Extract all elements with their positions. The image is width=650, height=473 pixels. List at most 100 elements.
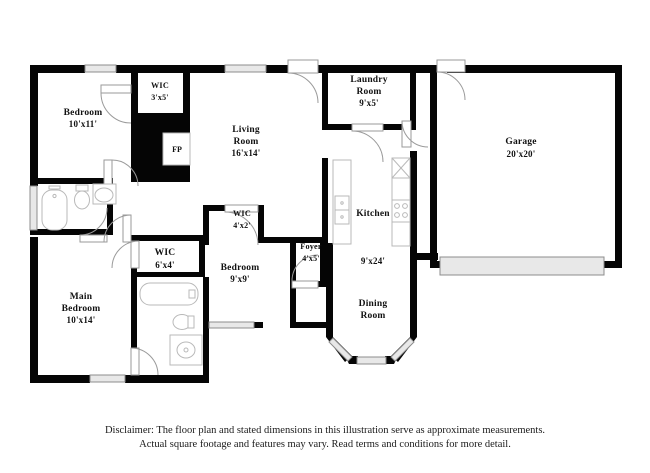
front-door-leaf [287, 59, 319, 74]
foyer-door-leaf [291, 280, 319, 289]
room-label-garage-name: Garage [505, 137, 536, 147]
window-bay-left [328, 337, 353, 362]
window-bedroom2-top [84, 64, 117, 73]
room-label-bedroom-3-name: Bedroom [221, 263, 260, 273]
main-bath-toilet-tank [187, 315, 195, 329]
room-label-wic-main-dim: 6'x4' [155, 260, 175, 270]
wall-exterior-top-b [116, 65, 225, 73]
wall-laundry-bottom-b [383, 124, 416, 130]
room-label-kitchen-dim: 9'x24' [361, 256, 385, 266]
wic-bedroom2-door-leaf [100, 84, 132, 94]
wall-living-kitchen-divider [322, 158, 328, 243]
room-label-wic-bedroom3-dim: 4'x2' [233, 221, 250, 230]
wall-bedroom3-left-upper [203, 205, 209, 245]
wall-laundry-right [410, 65, 416, 130]
garage-door [439, 256, 605, 276]
room-label-bedroom-2-name: Bedroom [64, 108, 103, 118]
laundry-door-swing [351, 130, 384, 163]
room-label-wic-bedroom2-dim: 3'x5' [151, 93, 168, 102]
laundry-door-leaf [351, 123, 384, 132]
wall-kitchen-garage-divider [410, 151, 417, 259]
kitchen-refrigerator-x2 [391, 157, 411, 179]
wall-bedroom2-right-upper [131, 65, 138, 120]
room-label-foyer-dim: 4'x5' [302, 254, 319, 263]
kitchen-burner-3 [394, 212, 400, 218]
wall-garage-right [615, 65, 622, 268]
wall-wic-bedroom3-right [258, 205, 264, 243]
wall-dining-left [326, 243, 333, 337]
hall-bath-tub-faucet [48, 185, 61, 190]
window-hallbath-left [29, 185, 38, 231]
fixtures-group [41, 132, 411, 366]
window-bay-right [390, 337, 415, 362]
room-labels-group: Bedroom 10'x11' WIC 3'x5' Living Room 16… [62, 75, 537, 325]
wall-foyer-right [320, 243, 326, 287]
wall-garage-bottom-b [604, 261, 622, 268]
wall-dining-right [410, 259, 417, 337]
main-bath-sink-drain [183, 347, 189, 353]
main-bath-vanity [169, 334, 203, 366]
garage-entry-door-swing [401, 120, 429, 148]
window-bedroom3-bottom [208, 321, 255, 329]
wall-mainbath-left-lower [131, 299, 137, 383]
window-living-top [224, 64, 267, 73]
wall-exterior-left-b [30, 237, 38, 383]
disclaimer-line-1: Disclaimer: The floor plan and stated di… [104, 425, 546, 436]
foyer-door-swing [291, 254, 319, 282]
kitchen-burner-1 [394, 203, 400, 209]
mainbath-door-leaf [130, 347, 140, 376]
wall-garage-bottom-a [430, 261, 440, 268]
wall-kitchen-garage-jog [410, 253, 438, 260]
hall-door-leaf [122, 214, 132, 243]
hall-bath-tub [41, 189, 68, 231]
wall-hallbath-top [30, 178, 113, 184]
garage-entry-door-leaf [401, 120, 412, 148]
room-label-laundry-dim: 9'x5' [359, 98, 379, 108]
wall-garage-left [430, 65, 437, 268]
fireplace-label: FP [172, 145, 182, 154]
room-label-bedroom-3-dim: 9'x9' [230, 274, 250, 284]
room-label-kitchen-name: Kitchen [356, 209, 390, 219]
kitchen-range [391, 199, 411, 223]
kitchen-sink-bowl-b [334, 209, 350, 225]
wall-exterior-top-c [266, 65, 288, 73]
room-label-bedroom-2-dim: 10'x11' [69, 119, 97, 129]
hall-bath-toilet-tank [75, 184, 89, 192]
room-label-main-bedroom-name-2: Bedroom [62, 304, 101, 314]
room-label-garage-dim: 20'x20' [507, 149, 536, 159]
wall-exterior-bottom-a [30, 375, 90, 383]
wall-bedroom3-top-b [258, 237, 326, 243]
kitchen-sink-drain-b [340, 215, 344, 219]
wic-main-door-leaf [130, 240, 140, 269]
main-bath-tub [139, 282, 199, 306]
wall-hallbath-bottom [30, 229, 107, 235]
window-bay-center [356, 356, 387, 365]
fireplace-hearth [162, 132, 191, 166]
wall-wic-main-right [199, 235, 205, 277]
room-label-wic-bedroom2-name: WIC [151, 81, 169, 90]
main-bath-sink-basin [176, 341, 196, 359]
wall-bedroom3-bottom-b [290, 322, 326, 328]
wall-bedroom3-top-a [203, 205, 225, 211]
main-bath-tub-fittings [188, 289, 196, 299]
wall-laundry-left [322, 65, 328, 130]
disclaimer: Disclaimer: The floor plan and stated di… [0, 424, 650, 452]
room-label-foyer-name: Foyer [300, 242, 322, 251]
room-label-living-room-name-1: Living [232, 125, 260, 135]
garage-exterior-door-swing [436, 71, 466, 101]
hall-bath-tub-drain [52, 193, 57, 199]
room-label-living-room-dim: 16'x14' [232, 148, 261, 158]
room-label-main-bedroom-dim: 10'x14' [67, 315, 96, 325]
room-label-main-bedroom-name-1: Main [70, 292, 93, 302]
hall-bath-toilet-bowl [74, 190, 90, 210]
room-label-laundry-name-2: Room [356, 87, 381, 97]
wall-exterior-top-garage [447, 65, 622, 73]
bedroom2-door-swing [111, 159, 139, 187]
window-main-bedroom-bottom [89, 374, 126, 383]
room-label-wic-bedroom3-name: WIC [233, 209, 251, 218]
kitchen-burner-4 [402, 212, 408, 218]
kitchen-sink-drain-a [340, 201, 344, 205]
wall-exterior-top-d [318, 65, 430, 73]
